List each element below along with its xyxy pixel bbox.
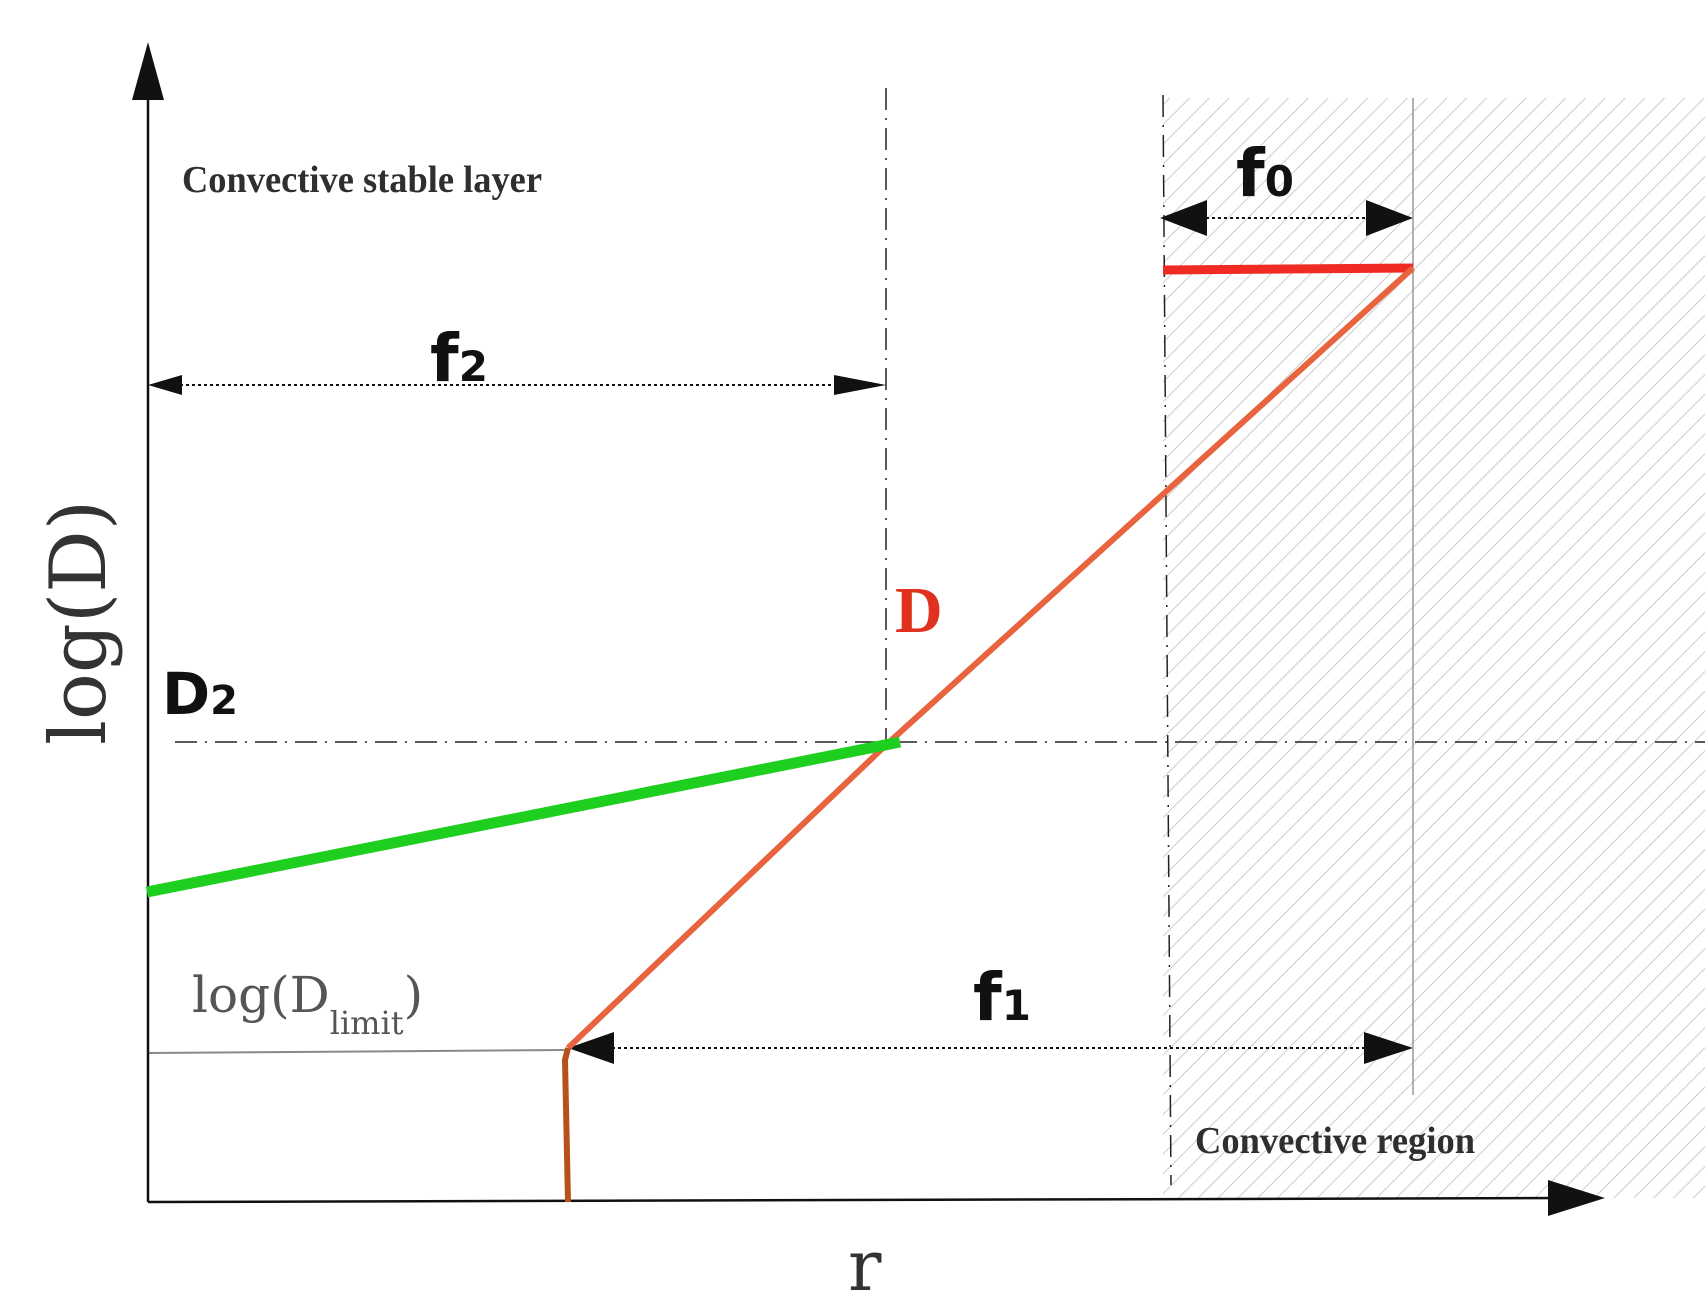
f2-arrowhead-left: [148, 375, 182, 395]
red-plateau-line: [1162, 263, 1414, 275]
d2-label: D2: [162, 660, 238, 728]
f0-label: f0: [1236, 135, 1294, 212]
x-axis-arrowhead: [1548, 1180, 1605, 1216]
y-axis-arrowhead: [132, 42, 164, 100]
f2-arrowhead-right: [834, 375, 886, 395]
x-axis-label: r: [848, 1225, 882, 1297]
dlimit-line: [147, 1049, 569, 1054]
convective-region-label: Convective region: [1195, 1120, 1475, 1162]
y-axis-label: log(D): [34, 500, 124, 745]
f1-label: f1: [973, 959, 1031, 1036]
f1-arrowhead-left: [568, 1032, 614, 1064]
f0-arrowhead-left: [1160, 200, 1207, 236]
green-second-exponential-line: [145, 736, 902, 898]
brown-cutoff-line: [561, 1047, 571, 1203]
f1-arrowhead-right: [1364, 1032, 1413, 1064]
d-label: D: [895, 574, 943, 647]
f2-label: f2: [430, 320, 488, 397]
convective-region-hatch: [1163, 98, 1705, 1198]
dlimit-label: log(Dlimit): [192, 966, 423, 1042]
convective-boundary-line: [1162, 94, 1172, 1186]
stable-layer-label: Convective stable layer: [182, 159, 542, 201]
f0-arrowhead-right: [1366, 200, 1413, 236]
x-axis: [147, 1196, 1571, 1204]
